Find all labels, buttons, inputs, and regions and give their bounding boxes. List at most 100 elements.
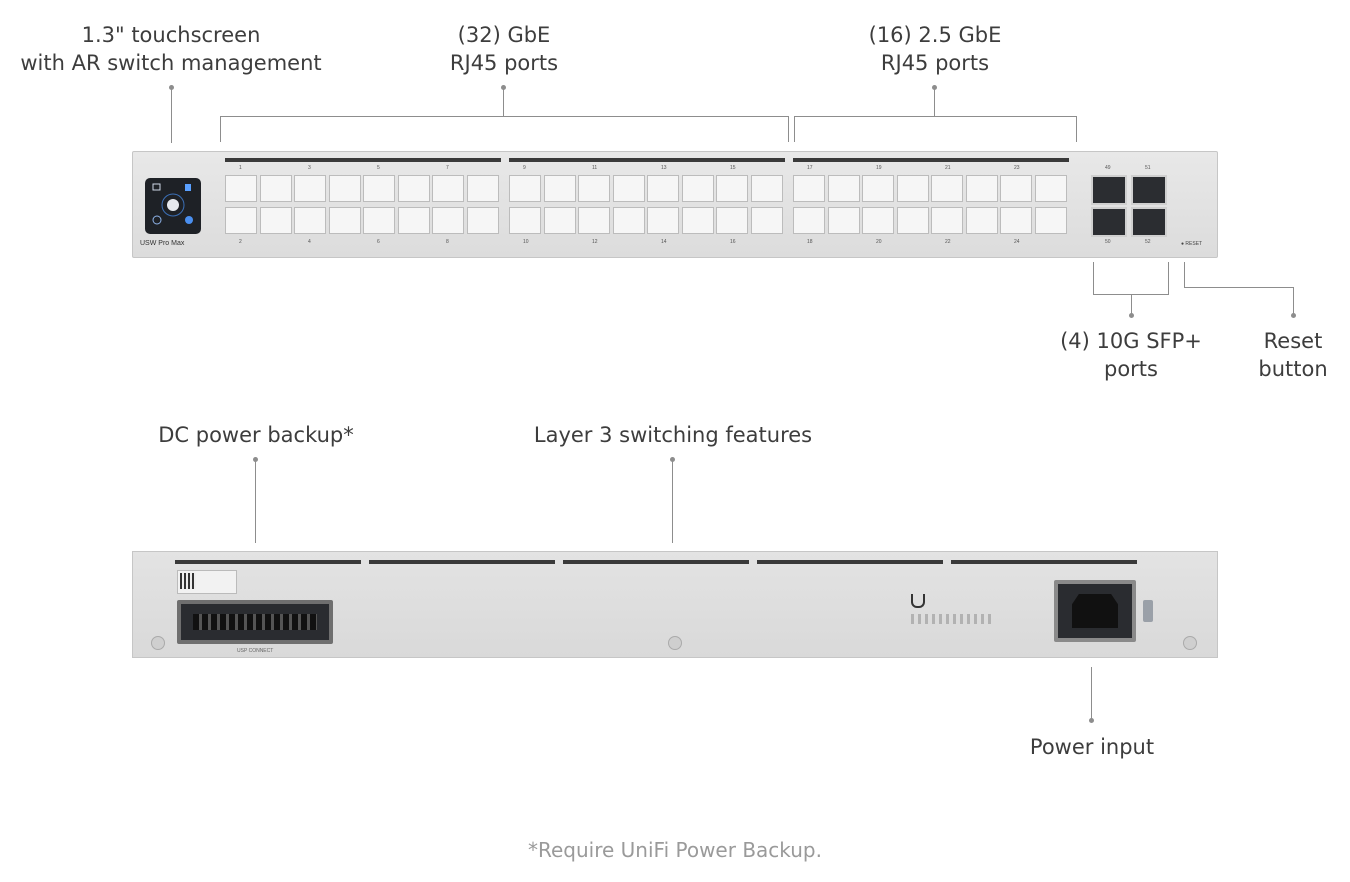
rj45-port[interactable] <box>432 175 464 202</box>
rj45-port[interactable] <box>931 175 963 202</box>
rj45-port[interactable] <box>827 207 860 234</box>
qr-code-icon <box>180 573 196 589</box>
power-input-label: Power input <box>1029 735 1155 759</box>
rj45-port[interactable] <box>328 175 361 202</box>
rj45-port[interactable] <box>259 175 292 202</box>
usp-pins <box>193 614 317 630</box>
touchscreen[interactable] <box>145 178 201 234</box>
leader-line <box>672 460 673 543</box>
leader-dot <box>253 457 258 462</box>
sfp-port[interactable] <box>1131 175 1167 205</box>
rj45-port[interactable] <box>862 175 894 202</box>
rj45-port[interactable] <box>578 207 610 234</box>
rj45-port[interactable] <box>225 207 257 234</box>
port-number: 52 <box>1145 239 1151 245</box>
rj45-port[interactable] <box>294 175 326 202</box>
rj45-port[interactable] <box>509 207 541 234</box>
touchscreen-ui-icon <box>152 183 193 225</box>
rj45-port[interactable] <box>896 175 929 202</box>
rj45-port[interactable] <box>827 175 860 202</box>
port-number: 16 <box>730 239 736 245</box>
port-number: 3 <box>308 165 311 171</box>
leader-line <box>171 88 172 143</box>
port-number: 5 <box>377 165 380 171</box>
rj45-port[interactable] <box>397 175 430 202</box>
rj45-port[interactable] <box>543 175 576 202</box>
25gbe-ports-label: (16) 2.5 GbE RJ45 ports <box>868 23 1002 75</box>
rj45-port[interactable] <box>896 207 929 234</box>
rj45-port[interactable] <box>612 207 645 234</box>
port-number: 21 <box>945 165 951 171</box>
leader-dot <box>169 85 174 90</box>
rj45-port[interactable] <box>793 175 825 202</box>
rj45-port[interactable] <box>432 207 464 234</box>
rj45-port[interactable] <box>862 207 894 234</box>
vent-bar <box>369 560 555 564</box>
rj45-port[interactable] <box>965 175 998 202</box>
port-number: 19 <box>876 165 882 171</box>
port-number: 11 <box>592 165 598 171</box>
rj45-port[interactable] <box>716 175 748 202</box>
rj45-port[interactable] <box>750 207 783 234</box>
rj45-port[interactable] <box>466 175 499 202</box>
rj45-port[interactable] <box>1000 207 1032 234</box>
rj45-port[interactable] <box>294 207 326 234</box>
rj45-port[interactable] <box>750 175 783 202</box>
rj45-port[interactable] <box>965 207 998 234</box>
port-number: 14 <box>661 239 667 245</box>
leader-line <box>255 460 256 543</box>
rj45-port[interactable] <box>363 207 395 234</box>
rj45-port[interactable] <box>931 207 963 234</box>
rj45-port[interactable] <box>578 175 610 202</box>
rj45-port[interactable] <box>716 207 748 234</box>
model-label: USW Pro Max <box>140 240 185 247</box>
port-number: 15 <box>730 165 736 171</box>
vent-bar <box>563 560 749 564</box>
footnote: *Require UniFi Power Backup. <box>527 838 822 862</box>
rj45-port[interactable] <box>1000 175 1032 202</box>
rj45-port[interactable] <box>1034 207 1067 234</box>
dc-power-label: DC power backup* <box>158 423 354 447</box>
rj45-port[interactable] <box>647 175 679 202</box>
leader-line <box>1184 262 1185 288</box>
rj45-port[interactable] <box>543 207 576 234</box>
port-number: 22 <box>945 239 951 245</box>
power-input-socket[interactable] <box>1054 580 1136 642</box>
touchscreen-label: 1.3" touchscreen with AR switch manageme… <box>20 23 322 75</box>
sfp-port[interactable] <box>1131 207 1167 237</box>
port-number: 9 <box>523 165 526 171</box>
leader-line <box>1091 667 1092 719</box>
power-latch[interactable] <box>1143 600 1153 622</box>
bracket-line <box>1076 116 1077 142</box>
port-group-bar <box>225 158 501 162</box>
rj45-port[interactable] <box>328 207 361 234</box>
rj45-port[interactable] <box>647 207 679 234</box>
leader-dot <box>1129 313 1134 318</box>
rj45-port[interactable] <box>681 175 714 202</box>
bracket-line <box>794 116 795 142</box>
rj45-port[interactable] <box>225 175 257 202</box>
vent-bar <box>757 560 943 564</box>
ubiquiti-logo-icon <box>911 594 925 608</box>
rj45-port[interactable] <box>793 207 825 234</box>
rj45-port[interactable] <box>612 175 645 202</box>
rj45-port[interactable] <box>1034 175 1067 202</box>
rj45-port[interactable] <box>681 207 714 234</box>
screw <box>1183 636 1197 650</box>
sfp-port[interactable] <box>1091 207 1127 237</box>
rj45-port[interactable] <box>259 207 292 234</box>
reset-button[interactable]: ● RESET <box>1181 241 1203 247</box>
rj45-port[interactable] <box>466 207 499 234</box>
rj45-port[interactable] <box>363 175 395 202</box>
bracket-line <box>220 116 221 142</box>
sfp-port[interactable] <box>1091 175 1127 205</box>
rj45-port[interactable] <box>509 175 541 202</box>
port-number: 4 <box>308 239 311 245</box>
port-number: 20 <box>876 239 882 245</box>
port-number: 13 <box>661 165 667 171</box>
rj45-port[interactable] <box>397 207 430 234</box>
port-number: 24 <box>1014 239 1020 245</box>
port-number: 50 <box>1105 239 1111 245</box>
reset-button-label: Reset button <box>1258 329 1328 381</box>
dc-power-backup-port[interactable] <box>177 600 333 644</box>
